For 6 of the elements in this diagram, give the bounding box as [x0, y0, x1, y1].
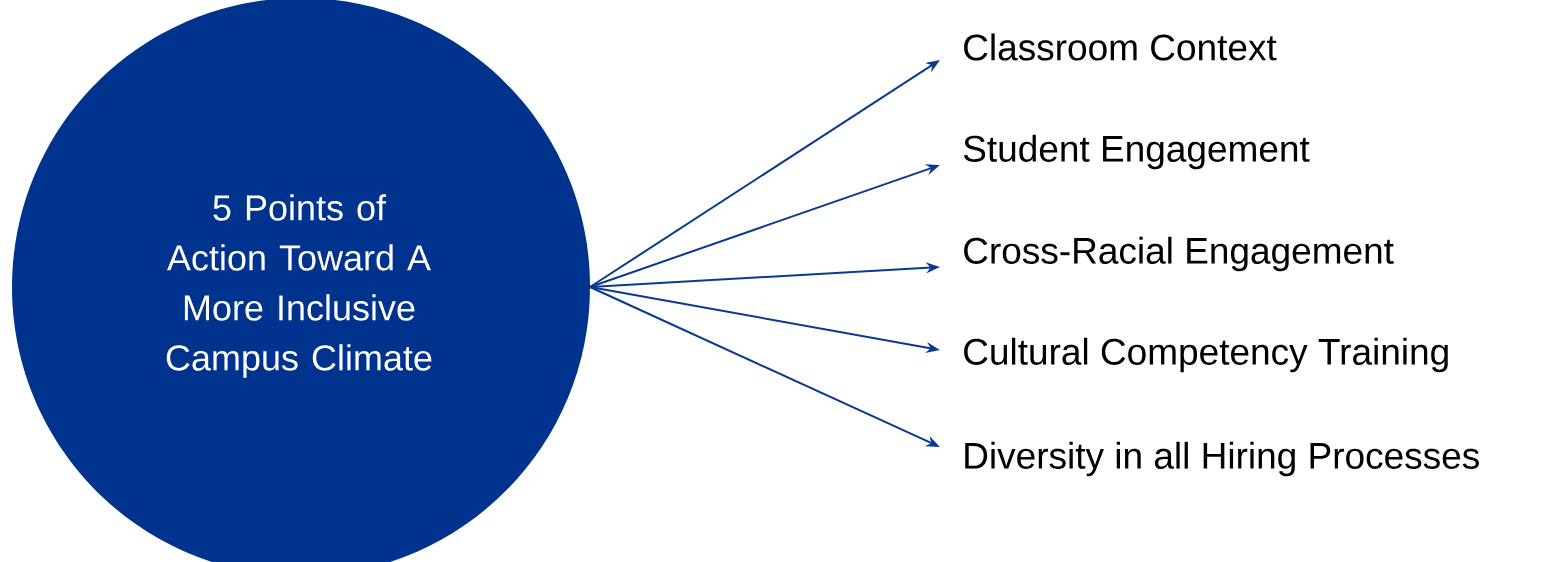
item-label: Cross-Racial Engagement	[964, 236, 1394, 272]
item-label: Student Engagement	[963, 134, 1310, 170]
item-label: Diversity in all Hiring Processes	[965, 441, 1479, 477]
circle-title: 5 Points of Action Toward A More Inclusive Campus Climate	[166, 194, 432, 378]
item-label: Classroom Context	[964, 33, 1277, 61]
item-label: Cultural Competency Training	[964, 337, 1448, 373]
